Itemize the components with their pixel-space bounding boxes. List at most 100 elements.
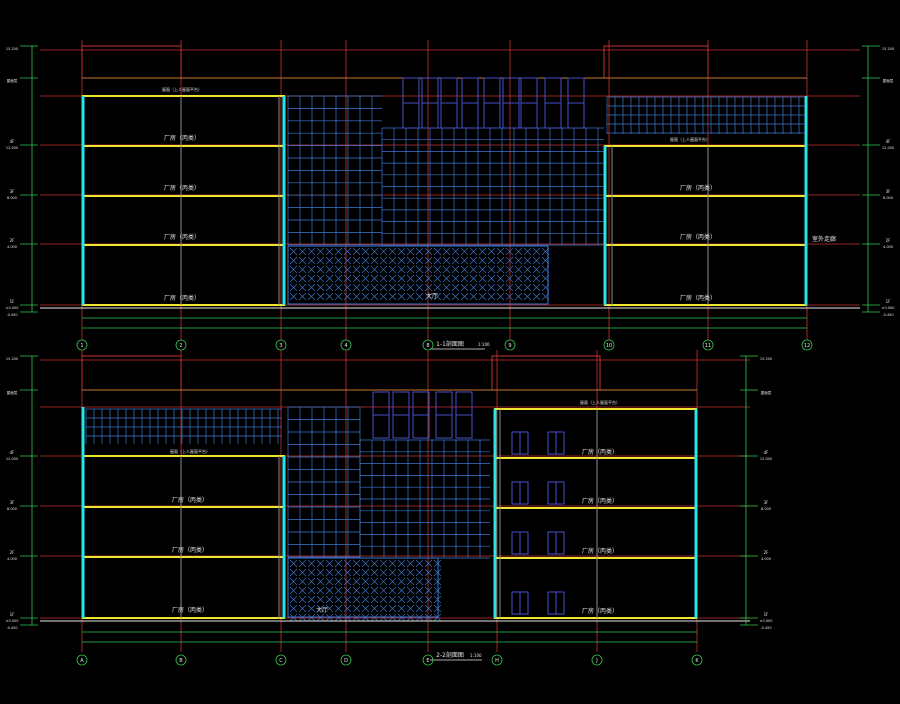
hatch-mark [478,256,487,265]
room-label: 厂房（丙类） [164,134,200,142]
hatch-mark [532,256,541,265]
hatch-mark [532,274,541,283]
hatch-mark [307,613,316,622]
atrium-curtain-wall [287,406,490,559]
hatch-mark [460,256,469,265]
hatch-mark [289,568,298,577]
hatch-mark [343,577,352,586]
hatch-mark [325,292,334,301]
hatch-mark [388,613,397,622]
hatch-mark [487,283,496,292]
axis-label: K [695,658,699,664]
hatch-mark [388,604,397,613]
hatch-mark [496,265,505,274]
hatch-mark [469,265,478,274]
level-elev: 15.200 [6,357,18,361]
hatch-mark [442,265,451,274]
hatch-mark [352,604,361,613]
level-elev: 15.200 [760,357,772,361]
hatch-mark [442,247,451,256]
hatch-mark [388,568,397,577]
hatch-mark [406,568,415,577]
hatch-mark [334,256,343,265]
hatch-mark [406,559,415,568]
hatch-mark [343,568,352,577]
axis-label: 2 [179,343,182,349]
hatch-mark [316,613,325,622]
axis-label: 12 [804,343,810,349]
level-floor: 1F [10,612,16,617]
hatch-mark [370,283,379,292]
hatch-mark [307,274,316,283]
section-title: 1-1剖面图 1:100 [430,340,490,350]
level-elev: 4.000 [7,557,17,561]
hatch-mark [433,577,442,586]
axis-bubble [801,339,813,351]
hatch-mark [352,577,361,586]
hatch-mark [442,292,451,301]
hatch-mark [415,247,424,256]
hatch-mark [361,292,370,301]
hatch-mark [424,283,433,292]
hatch-mark [415,292,424,301]
hatch-mark [406,283,415,292]
axis-label: 11 [705,343,711,349]
hatch-mark [343,256,352,265]
hatch-mark [325,613,334,622]
level-floor: 2F [886,238,892,243]
level-elev: 12.000 [6,146,18,150]
hatch-mark [406,604,415,613]
hatch-mark [379,595,388,604]
level-floor: 2F [10,550,16,555]
hatch-mark [325,586,334,595]
hall-label: 大厅 [316,606,328,614]
hatch-mark [370,577,379,586]
hatch-mark [442,274,451,283]
hatch-mark [433,247,442,256]
level-floor: 3F [764,500,770,505]
hatch-mark [334,577,343,586]
hatch-mark [514,265,523,274]
hatch-mark [379,292,388,301]
level-floor: 1F [10,299,16,304]
hatch-mark [343,604,352,613]
hatch-mark [352,274,361,283]
hatch-mark [478,265,487,274]
section-title: 2-2剖面图 1:100 [430,651,482,661]
hatch-mark [424,247,433,256]
level-elev: 8.000 [7,196,17,200]
hatch-mark [388,559,397,568]
room-labels: 屋面（上人屋面平台） 屋面（上人屋面平台） 厂房（丙类） 厂房（丙类） 厂房（丙… [170,399,620,615]
hatch-mark [325,595,334,604]
hatch-mark [523,292,532,301]
hatch-mark [334,559,343,568]
level-floor: 4F [886,139,892,144]
hatch-mark [370,274,379,283]
level-elev: -0.450 [6,313,17,317]
hatch-mark [289,256,298,265]
room-label: 厂房（丙类） [680,184,716,192]
hatch-mark [316,265,325,274]
hatch-mark [316,292,325,301]
hatch-mark [397,283,406,292]
hatch-mark [532,247,541,256]
corridor-note: 室外走廊 [812,235,836,243]
hatch-mark [505,247,514,256]
hatch-mark [289,577,298,586]
hatch-mark [334,274,343,283]
hatch-mark [514,292,523,301]
axis-label: 8 [426,343,429,349]
section-1-1: 屋面（上人屋面平台） 屋面（上人屋面平台） 厂房（丙类） 厂房（丙类） 厂房（丙… [6,40,894,351]
hatch-mark [415,283,424,292]
hatch-mark [361,568,370,577]
hatch-mark [388,274,397,283]
hatch-mark [388,256,397,265]
hatch-mark [388,292,397,301]
hatch-mark [424,595,433,604]
hatch-mark [541,247,550,256]
level-elev: ±0.000 [6,619,19,623]
upper-window-units [372,391,473,439]
hatch-mark [478,247,487,256]
room-label: 厂房（丙类） [582,448,618,456]
atrium-curtain-wall [287,95,604,246]
